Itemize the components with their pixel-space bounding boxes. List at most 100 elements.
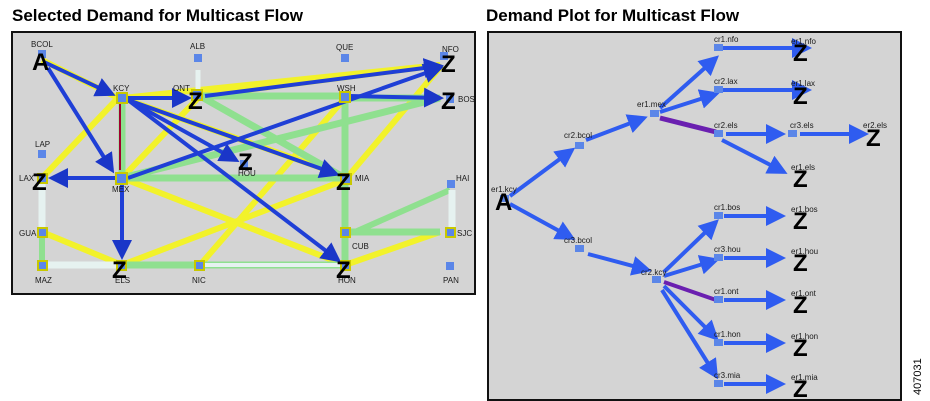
node-label: er1.els bbox=[791, 163, 815, 172]
demand-link bbox=[204, 58, 444, 98]
link bbox=[344, 229, 441, 268]
node-label: LAX bbox=[19, 174, 35, 183]
demand-link bbox=[43, 60, 116, 97]
node-ELS bbox=[116, 260, 127, 271]
left-demand-paths bbox=[43, 58, 444, 263]
demand-edge bbox=[660, 288, 719, 380]
demand-link bbox=[127, 98, 340, 179]
destination-marker-z: Z bbox=[793, 250, 808, 277]
node-cr3-els bbox=[788, 130, 797, 137]
node-NIC bbox=[194, 260, 205, 271]
demand-edge bbox=[663, 255, 720, 278]
node-label: CUB bbox=[352, 242, 369, 251]
node-label: NIC bbox=[192, 276, 206, 285]
node-label: HON bbox=[338, 276, 356, 285]
node-cr2-bcol bbox=[575, 142, 584, 149]
node-label: ELS bbox=[115, 276, 130, 285]
node-label: er1.lax bbox=[791, 79, 815, 88]
node-label: er1.hou bbox=[791, 247, 818, 256]
node-label: NFO bbox=[442, 45, 459, 54]
node-label: er2.els bbox=[863, 121, 887, 130]
destination-marker-z: Z bbox=[441, 51, 456, 78]
destination-marker-z: Z bbox=[793, 376, 808, 401]
destination-marker-z: Z bbox=[793, 335, 808, 362]
node-WSH bbox=[339, 91, 351, 103]
demand-edge bbox=[662, 284, 719, 341]
node-SJC bbox=[445, 227, 456, 238]
node-label: HAI bbox=[456, 174, 469, 183]
node-label: HOU bbox=[238, 169, 256, 178]
node-HOU bbox=[240, 160, 248, 168]
node-MAZ bbox=[37, 260, 48, 271]
node-cr1-hon bbox=[714, 339, 723, 346]
node-ONT bbox=[191, 89, 203, 101]
node-cr1-ont bbox=[714, 296, 723, 303]
node-label: cr1.hon bbox=[714, 330, 741, 339]
node-PAN bbox=[446, 262, 454, 270]
node-LAX bbox=[37, 173, 48, 184]
node-label: GUA bbox=[19, 229, 37, 238]
node-label: SJC bbox=[457, 229, 472, 238]
node-label: cr1.bos bbox=[714, 203, 740, 212]
demand-edge bbox=[659, 115, 717, 135]
destination-marker-z: Z bbox=[793, 208, 808, 235]
right-node-labels: er1.kcy cr2.bcol cr3.bcol er1.mex cr2.kc… bbox=[491, 35, 887, 382]
node-QUE bbox=[341, 54, 349, 62]
node-KCY bbox=[116, 92, 128, 104]
left-nodes bbox=[37, 50, 456, 271]
demand-edge bbox=[659, 89, 720, 114]
node-cr3-hou bbox=[714, 254, 723, 261]
node-GUA bbox=[37, 227, 48, 238]
node-LAP bbox=[38, 150, 46, 158]
destination-marker-z: Z bbox=[32, 169, 47, 196]
node-cr3-mia bbox=[714, 380, 723, 387]
node-label: WSH bbox=[337, 84, 356, 93]
node-label: LAP bbox=[35, 140, 50, 149]
destination-marker-z: Z bbox=[238, 149, 253, 176]
node-label: PAN bbox=[443, 276, 459, 285]
node-label: QUE bbox=[336, 43, 353, 52]
destination-marker-z: Z bbox=[336, 257, 351, 284]
right-panel-title: Demand Plot for Multicast Flow bbox=[486, 6, 740, 25]
node-label: er1.mia bbox=[791, 373, 818, 382]
demand-edge bbox=[509, 202, 576, 240]
destination-marker-z: Z bbox=[336, 169, 351, 196]
node-label: er1.bos bbox=[791, 205, 818, 214]
link bbox=[39, 95, 121, 181]
link bbox=[119, 93, 203, 181]
demand-edge bbox=[662, 219, 719, 274]
node-label: er1.nfo bbox=[791, 37, 816, 46]
demand-link bbox=[126, 98, 342, 263]
node-MEX bbox=[115, 172, 128, 185]
destination-marker-z: Z bbox=[793, 292, 808, 319]
node-label: cr3.hou bbox=[714, 245, 741, 254]
node-CUB bbox=[340, 227, 351, 238]
demand-edge bbox=[508, 147, 576, 198]
node-label: cr3.mia bbox=[714, 371, 741, 380]
left-node-labels: BCOL ALB QUE NFO KCY ONT WSH BOS LAP LAX… bbox=[19, 40, 475, 285]
node-ALB bbox=[194, 54, 202, 62]
node-label: ONT bbox=[173, 84, 190, 93]
node-NFO bbox=[440, 52, 448, 60]
node-HON bbox=[340, 260, 351, 271]
node-label: cr3.bcol bbox=[564, 236, 592, 245]
node-label: er1.kcy bbox=[491, 185, 517, 194]
demand-edge bbox=[721, 138, 788, 174]
node-cr2-lax bbox=[714, 86, 723, 93]
node-BOS bbox=[446, 95, 454, 103]
destination-marker-z: Z bbox=[188, 88, 203, 115]
node-label: BOS bbox=[458, 95, 475, 104]
destination-marker-z: Z bbox=[793, 83, 808, 110]
node-MIA bbox=[340, 173, 352, 185]
demand-link bbox=[46, 66, 115, 174]
node-er1-mex bbox=[650, 110, 659, 117]
destination-marker-z: Z bbox=[441, 88, 456, 115]
node-label: cr1.ont bbox=[714, 287, 739, 296]
node-cr3-bcol bbox=[575, 245, 584, 252]
left-endpoint-markers: A Z Z Z Z Z Z Z Z bbox=[32, 49, 456, 284]
destination-marker-z: Z bbox=[793, 166, 808, 193]
figure-id: 407031 bbox=[912, 358, 924, 395]
node-label: MIA bbox=[355, 174, 370, 183]
right-demand-edges bbox=[508, 38, 869, 394]
